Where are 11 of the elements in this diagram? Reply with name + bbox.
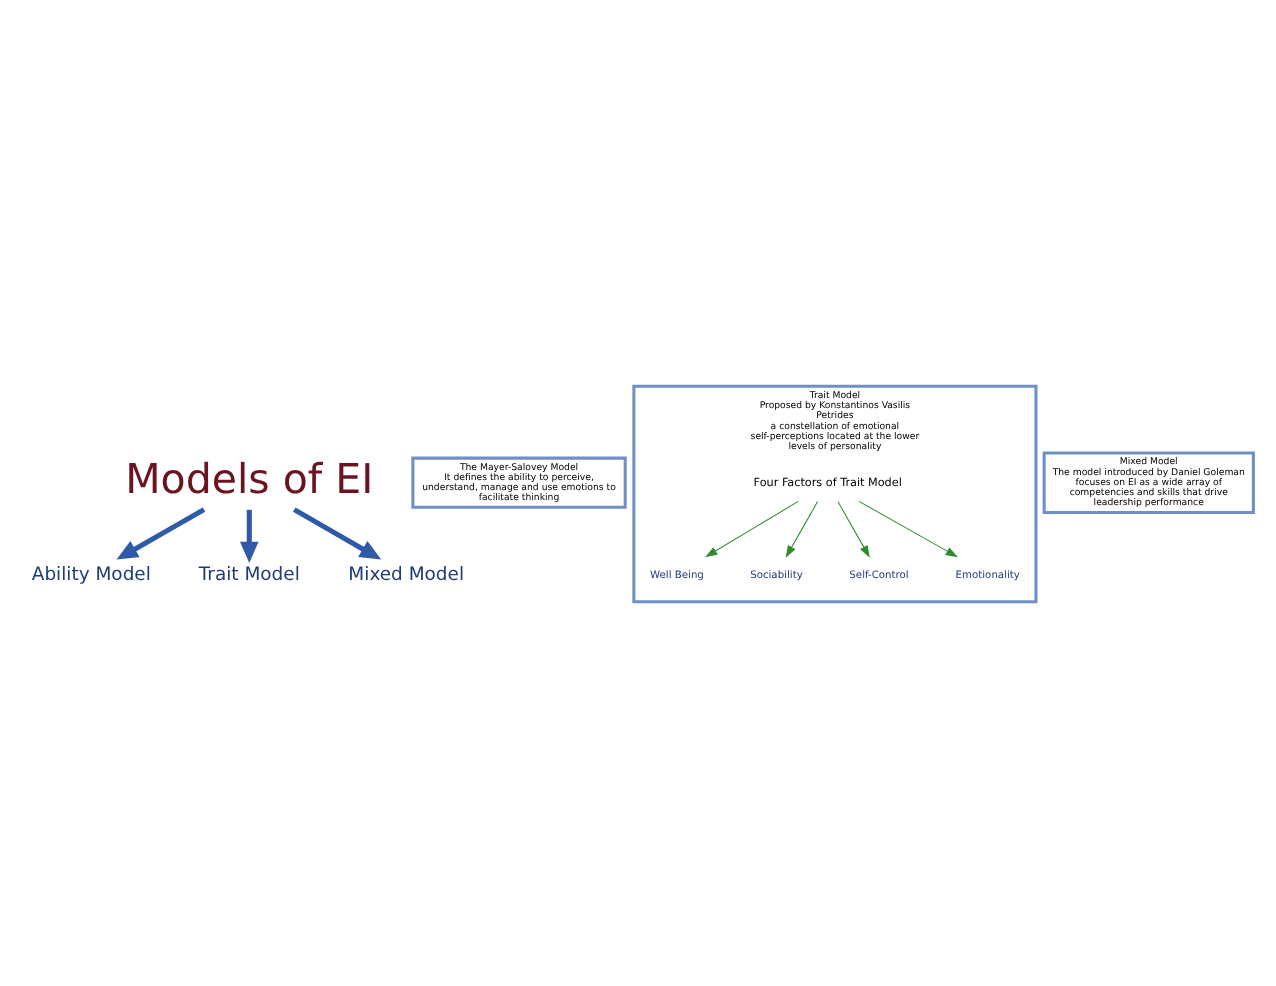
arrow bbox=[239, 508, 259, 562]
node-text: Mixed Model bbox=[348, 562, 465, 585]
arrow bbox=[116, 506, 206, 559]
node-text: Trait Model bbox=[198, 562, 300, 585]
arrow bbox=[858, 499, 958, 557]
arrow bbox=[292, 506, 382, 559]
node-text: Ability Model bbox=[31, 562, 151, 585]
arrow bbox=[837, 500, 870, 557]
node-text: Models of EI bbox=[125, 453, 374, 502]
arrow bbox=[705, 499, 799, 557]
arrow bbox=[785, 500, 819, 557]
